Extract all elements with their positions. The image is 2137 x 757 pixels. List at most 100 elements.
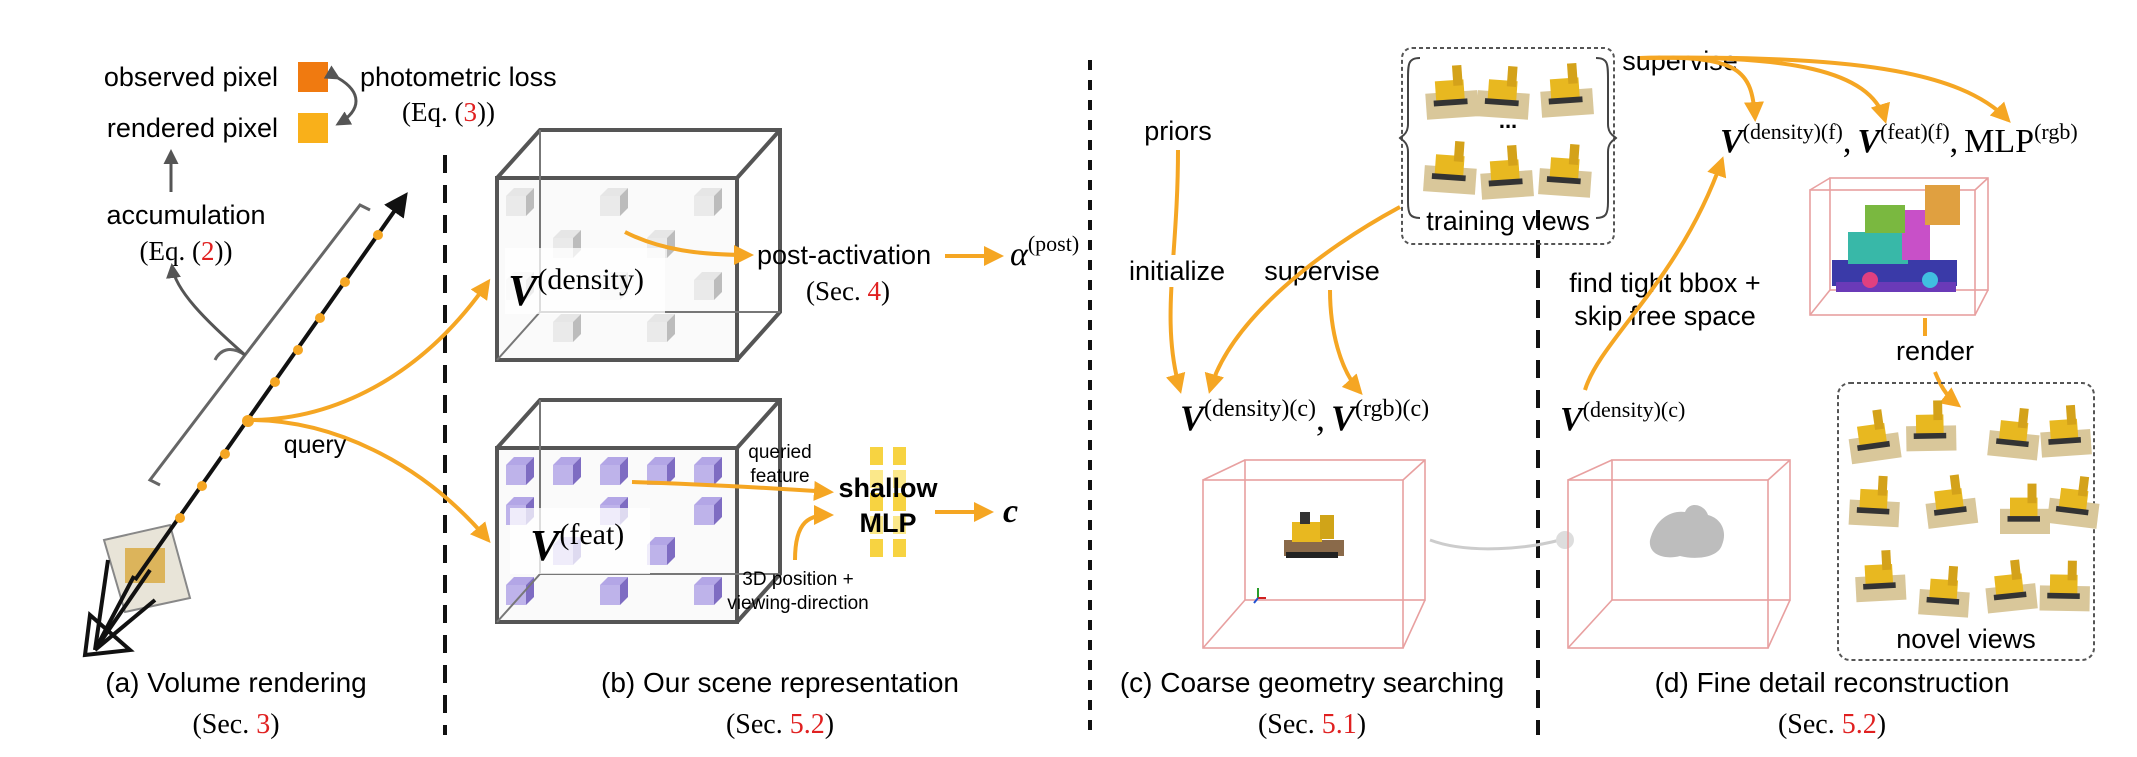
loss-link-arrow: [323, 65, 358, 126]
voxel-cell: [506, 457, 534, 485]
view-thumbnail: [1425, 65, 1479, 120]
voxel-cell: [600, 577, 628, 605]
panel-d-sec-ref: (Sec. 5.2): [1778, 709, 1886, 740]
coarse-to-fine-link: [1429, 538, 1561, 551]
feature-to-mlp-arrow: [631, 480, 834, 501]
photometric-loss-label: photometric loss: [360, 62, 557, 92]
training-view-thumbnails: [1423, 63, 1594, 200]
voxel-cell: [647, 537, 675, 565]
photometric-eq-ref: (Eq. (3)): [402, 97, 495, 127]
position-to-mlp-arrow: [793, 505, 834, 561]
observed-pixel-swatch: [298, 62, 328, 92]
voxel-cell: [694, 188, 722, 216]
view-thumbnail: [2046, 476, 2100, 529]
view-thumbnail: [1540, 63, 1594, 118]
sample-point: [220, 449, 230, 459]
coarse-to-fine-arrow: [1583, 156, 1727, 391]
supervise-label-c: supervise: [1264, 256, 1380, 286]
voxel-cell: [600, 457, 628, 485]
find-bbox-label-2: skip free space: [1574, 301, 1756, 331]
view-thumbnail: [1848, 475, 1900, 528]
shallow-label: shallow: [838, 473, 938, 503]
voxel-cell: [553, 457, 581, 485]
sample-point: [175, 513, 185, 523]
position-label-2: viewing-direction: [727, 593, 869, 614]
shallow-mlp-icon: [870, 447, 906, 557]
view-thumbnail: [1538, 144, 1592, 198]
sample-point: [270, 377, 280, 387]
v-density-symbol: V(density): [508, 263, 644, 315]
view-thumbnail: [2040, 404, 2092, 458]
post-activation-sec-ref: (Sec. 4): [806, 276, 890, 306]
voxel-cell: [553, 314, 581, 342]
novel-views-label: novel views: [1896, 624, 2036, 654]
panel-b-caption: (b) Our scene representation: [601, 667, 959, 698]
panel-b-scene-representation: V(density) post-activation (Sec. 4) α(po…: [495, 128, 1079, 740]
panel-d-fine-reconstruction: supervise V(density)(f),V(feat)(f),MLP(r…: [1560, 46, 2100, 740]
coarse-to-fine-link-end: [1556, 531, 1574, 549]
post-activation-label: post-activation: [757, 240, 931, 270]
view-thumbnail: [2039, 560, 2090, 612]
sample-point: [293, 345, 303, 355]
fine-variables-label: V(density)(f),V(feat)(f),MLP(rgb): [1720, 119, 2078, 160]
query-label: query: [284, 431, 347, 459]
voxel-cell: [506, 577, 534, 605]
view-thumbnail: [1855, 550, 1907, 603]
voxel-cell: [694, 272, 722, 300]
view-thumbnail: [1906, 400, 1957, 452]
rendered-pixel-label: rendered pixel: [107, 113, 278, 143]
panel-a-sec-ref: (Sec. 3): [192, 709, 279, 740]
panel-a-volume-rendering: observed pixel rendered pixel photometri…: [82, 62, 557, 740]
v-feat-symbol: V(feat): [530, 518, 624, 570]
brace-to-accumulation-arrow: [166, 263, 246, 357]
coarse-bbox: [1202, 459, 1426, 649]
coarse-lego-render: [1284, 512, 1344, 558]
panel-c-coarse-geometry: priors initialize supervise ... training…: [1120, 47, 1618, 740]
panel-c-sec-ref: (Sec. 5.1): [1258, 709, 1366, 740]
view-thumbnail: [2000, 483, 2050, 534]
panel-c-caption: (c) Coarse geometry searching: [1120, 667, 1504, 698]
camera-frustum-icon: [82, 523, 192, 658]
voxel-cell: [647, 314, 675, 342]
view-thumbnail: [1423, 141, 1477, 195]
sample-point: [373, 230, 383, 240]
voxel-cell: [647, 457, 675, 485]
query-arrow-density: [249, 278, 491, 422]
novel-views-box: [1837, 382, 2095, 661]
trainviews-to-vdensity-arrow: [1204, 205, 1401, 394]
training-views-ellipsis: ...: [1499, 108, 1517, 133]
view-thumbnail: [1987, 407, 2040, 461]
supervise-label-d: supervise: [1622, 46, 1738, 76]
fine-bbox-render: [1809, 177, 1989, 316]
queried-feature-label-2: feature: [750, 466, 809, 487]
sample-point: [340, 277, 350, 287]
panel-b-sec-ref: (Sec. 5.2): [726, 709, 834, 740]
mlp-label: MLP: [860, 508, 917, 538]
voxel-cell: [600, 188, 628, 216]
queried-feature-label-1: queried: [748, 442, 811, 463]
view-thumbnail: [1848, 409, 1902, 465]
render-label: render: [1896, 336, 1974, 366]
accumulation-eq-ref: (Eq. (2)): [140, 236, 233, 266]
training-views-right-brace: [1595, 57, 1618, 219]
query-arrow-feat: [249, 418, 491, 544]
voxel-cell: [506, 188, 534, 216]
voxel-cell: [694, 497, 722, 525]
novel-view-thumbnails: [1848, 400, 2100, 618]
render-to-novel-arrow: [1933, 371, 1962, 408]
v-density-c-label-d: V(density)(c): [1560, 397, 1685, 438]
supervise-to-mlp-arrow: [1639, 55, 2011, 123]
coarse-axes-icon: [1253, 588, 1266, 604]
training-views-left-brace: [1398, 57, 1421, 219]
coarse-density-bbox: [1567, 459, 1791, 649]
panel-a-caption: (a) Volume rendering: [105, 667, 366, 698]
view-thumbnail: [1918, 565, 1970, 618]
coarse-density-blob: [1649, 504, 1725, 558]
training-views-box: [1401, 47, 1615, 245]
priors-label: priors: [1144, 116, 1212, 146]
trainviews-to-vrgb-arrow: [1328, 289, 1363, 395]
view-thumbnail: [1985, 559, 2038, 614]
position-label-1: 3D position +: [742, 569, 853, 590]
accumulation-label: accumulation: [106, 200, 265, 230]
panel-d-caption: (d) Fine detail reconstruction: [1655, 667, 2010, 698]
